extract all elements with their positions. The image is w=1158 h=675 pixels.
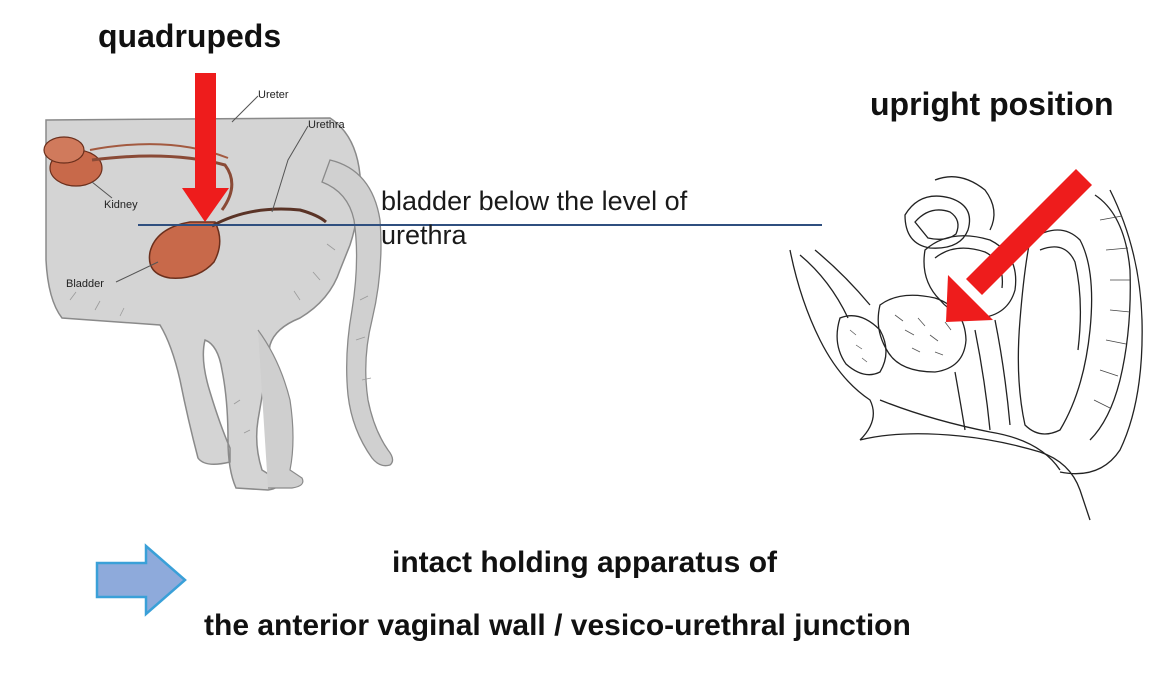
pelvis-outer-contour (790, 250, 1090, 520)
vagina-line-1 (955, 372, 965, 430)
bowel-loop-2 (935, 177, 994, 230)
kidney-right (44, 137, 84, 163)
bladder-label: Bladder (66, 278, 104, 290)
conclusion-line-1: intact holding apparatus of (392, 546, 777, 580)
red-arrow-diagonal (946, 169, 1092, 322)
pelvis-illustration (790, 177, 1142, 520)
bladder-level-note-line2: urethra (381, 218, 801, 252)
bladder-upright-texture (895, 315, 951, 355)
bladder-level-note-line1: bladder below the level of (381, 184, 801, 218)
conclusion-line-2: the anterior vaginal wall / vesico-ureth… (204, 609, 911, 643)
vagina-line-2 (975, 330, 990, 430)
perineum-line (880, 400, 1060, 470)
kidney-label: Kidney (104, 199, 138, 211)
bowel-loop-1-inner (915, 210, 958, 239)
pubic-bone-texture (850, 330, 867, 362)
cat-illustration: Ureter Urethra Kidney Bladder (44, 89, 393, 490)
sacrum-segments (1094, 216, 1130, 408)
sacrum (1090, 195, 1130, 440)
rectum (1018, 230, 1091, 434)
rectum-line-1 (995, 320, 1010, 425)
rectum-inner (1040, 247, 1080, 350)
quadrupeds-heading: quadrupeds (98, 18, 281, 55)
conclusion-arrow-icon (97, 546, 185, 614)
upright-position-heading: upright position (870, 86, 1114, 123)
bladder-level-note: bladder below the level of urethra (381, 184, 801, 252)
urethra-label: Urethra (308, 119, 346, 131)
pelvis-back-contour (1060, 190, 1142, 474)
anterior-wall-line (800, 255, 848, 318)
cat-hind-leg (258, 330, 303, 488)
ureter-label: Ureter (258, 89, 289, 101)
